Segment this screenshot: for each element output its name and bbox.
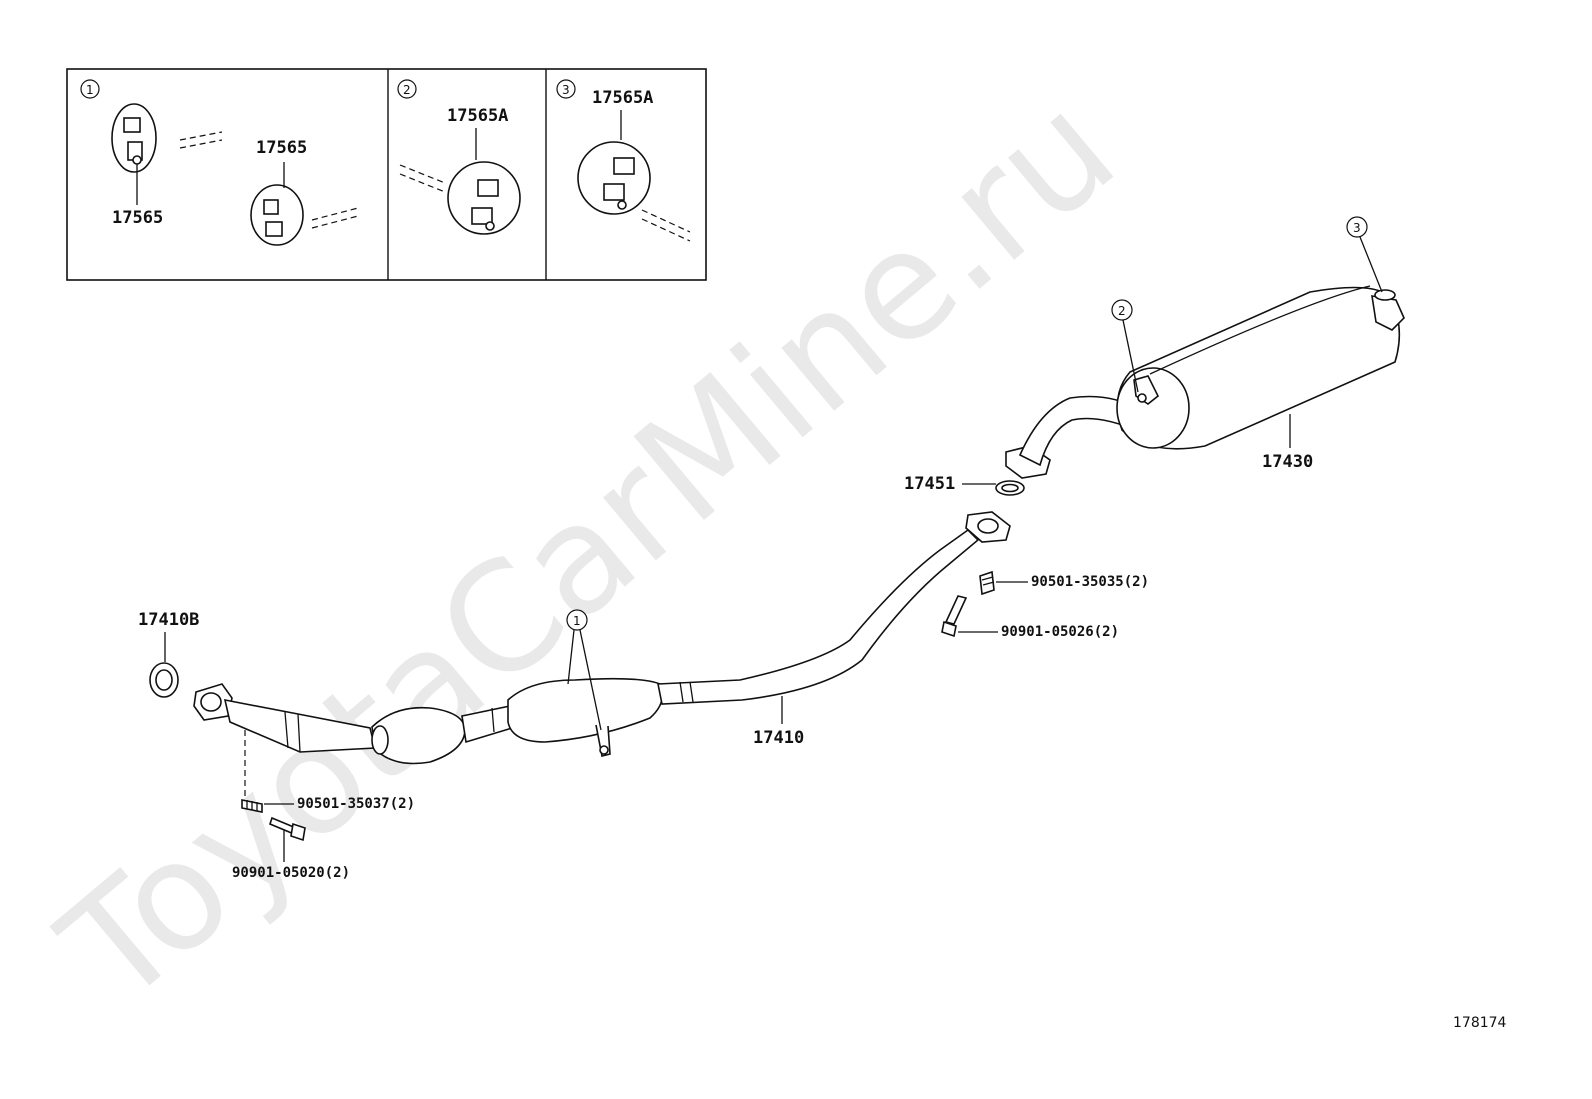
label-17410b: 17410B — [138, 610, 199, 630]
gasket-ring-icon — [995, 480, 1025, 496]
hanger-icon — [250, 184, 304, 246]
hanger-icon — [577, 141, 651, 215]
inset-panel-2: 2 17565A — [397, 79, 521, 235]
front-pipe-assembly — [193, 511, 1011, 765]
label-17430: 17430 — [1262, 452, 1313, 472]
watermark: ToyotaCarMine.ru — [31, 62, 1147, 1038]
inset-marker-2: 2 — [403, 83, 411, 97]
bolt-icon — [269, 816, 306, 842]
marker-1: 1 — [573, 614, 581, 628]
spring-icon — [241, 799, 263, 813]
gasket-ring-icon — [149, 662, 179, 698]
label-90901-05026: 90901-05026(2) — [1001, 624, 1119, 640]
muffler-assembly — [1005, 285, 1405, 479]
spring-icon — [979, 570, 995, 596]
inset-panel-3: 3 17565A — [556, 79, 691, 242]
diagram-number: 178174 — [1453, 1015, 1507, 1031]
inset-marker-3: 3 — [562, 83, 570, 97]
label-17410: 17410 — [753, 728, 804, 748]
inset-panel-1: 1 17565 17565 — [80, 79, 359, 246]
label-90501-35035: 90501-35035(2) — [1031, 574, 1149, 590]
hanger-icon — [111, 103, 157, 173]
inset-label-17565-a: 17565 — [112, 208, 163, 228]
marker-2: 2 — [1118, 304, 1126, 318]
inset-label-17565a-3: 17565A — [592, 88, 653, 108]
inset-box — [66, 68, 707, 281]
hanger-icon — [447, 161, 521, 235]
inset-label-17565-b: 17565 — [256, 138, 307, 158]
inset-label-17565a-2: 17565A — [447, 106, 508, 126]
label-90501-35037: 90501-35037(2) — [297, 796, 415, 812]
inset-marker-1: 1 — [86, 83, 94, 97]
label-90901-05020: 90901-05020(2) — [232, 865, 350, 881]
bolt-icon — [941, 595, 968, 638]
label-17451: 17451 — [904, 474, 955, 494]
marker-3: 3 — [1353, 221, 1361, 235]
